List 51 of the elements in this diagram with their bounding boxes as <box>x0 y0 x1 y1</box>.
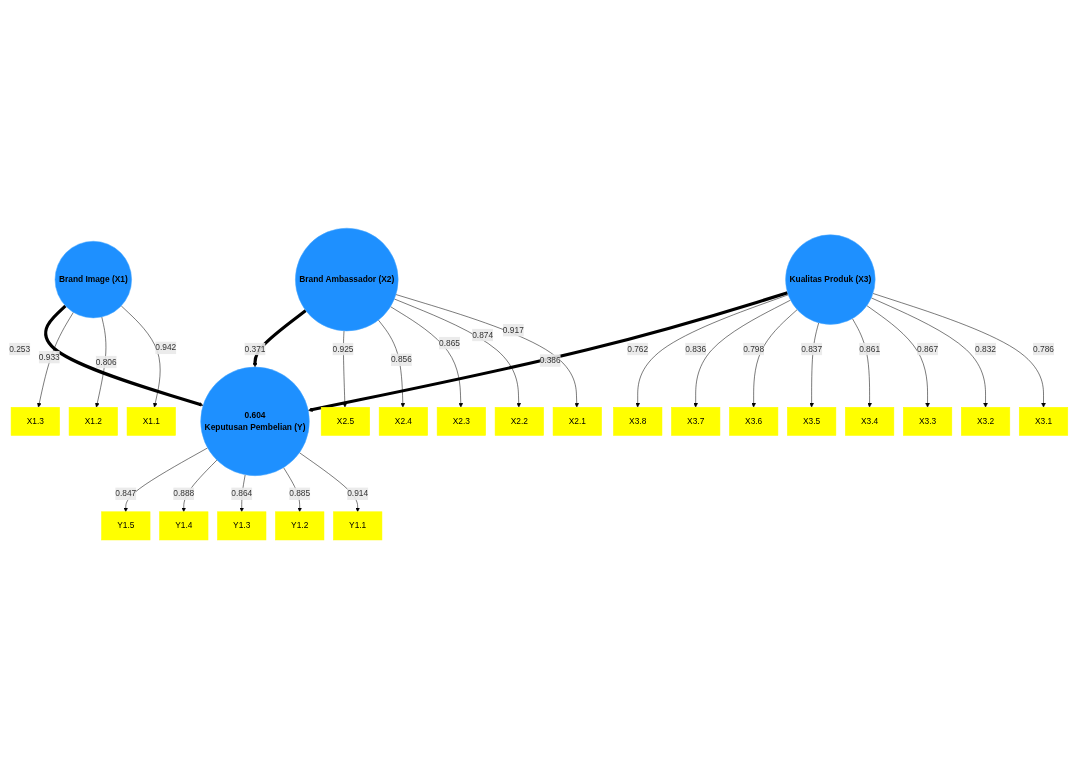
node-box: X3.5 <box>787 407 837 437</box>
edge-label: 0.837 <box>801 344 823 354</box>
edge-label: 0.865 <box>439 338 460 348</box>
node-box: X3.6 <box>729 407 779 437</box>
node-box: X3.4 <box>845 407 895 437</box>
edge-label: 0.914 <box>347 489 369 499</box>
node-box: Y1.5 <box>101 511 151 541</box>
node-box: X3.8 <box>613 407 663 437</box>
edge-label: 0.762 <box>627 344 649 354</box>
edge-label: 0.861 <box>859 344 881 354</box>
node-box: X1.2 <box>68 407 118 437</box>
edge-label: 0.786 <box>1033 344 1054 354</box>
edge-label: 0.253 <box>9 344 31 354</box>
edge-label: 0.888 <box>173 489 195 499</box>
node-box: X2.1 <box>552 407 602 437</box>
node-box: X3.3 <box>903 407 953 437</box>
node-circle: Brand Image (X1) <box>54 241 132 319</box>
node-box: X3.2 <box>961 407 1011 437</box>
node-box: X3.7 <box>671 407 721 437</box>
node-box: X2.5 <box>320 407 370 437</box>
edge-label: 0.856 <box>390 355 412 365</box>
edge-label: 0.798 <box>743 344 765 354</box>
node-circle: Brand Ambassador (X2) <box>295 228 399 332</box>
edge-label: 0.925 <box>332 344 354 354</box>
node-box: X1.3 <box>10 407 60 437</box>
edge-label: 0.371 <box>244 344 266 354</box>
edge-label: 0.806 <box>95 357 117 367</box>
node-circle: Kualitas Produk (X3) <box>785 234 876 326</box>
node-box: X1.1 <box>126 407 176 437</box>
edge-label: 0.917 <box>502 325 524 335</box>
edge-label: 0.836 <box>685 344 707 354</box>
node-box: X2.4 <box>378 407 428 437</box>
arrow <box>252 309 307 368</box>
edge-label: 0.867 <box>917 344 939 354</box>
arrow <box>308 291 789 413</box>
edge-label: 0.885 <box>289 489 311 499</box>
edge-label: 0.832 <box>975 344 997 354</box>
node-circle: 0.604 Keputusan Pembelian (Y) <box>200 367 310 477</box>
edge-label: 0.874 <box>472 330 494 340</box>
edge-label: 0.864 <box>231 489 253 499</box>
edge-label: 0.933 <box>38 352 60 362</box>
node-box: Y1.3 <box>217 511 267 541</box>
node-box: X2.2 <box>494 407 544 437</box>
edge-label: 0.847 <box>115 489 137 499</box>
node-box: X2.3 <box>436 407 486 437</box>
node-box: Y1.1 <box>333 511 383 541</box>
node-box: Y1.2 <box>275 511 325 541</box>
edge-label: 0.942 <box>155 343 177 353</box>
node-box: X3.1 <box>1019 407 1069 437</box>
edge-label: 0.386 <box>539 356 561 366</box>
node-box: Y1.4 <box>159 511 209 541</box>
